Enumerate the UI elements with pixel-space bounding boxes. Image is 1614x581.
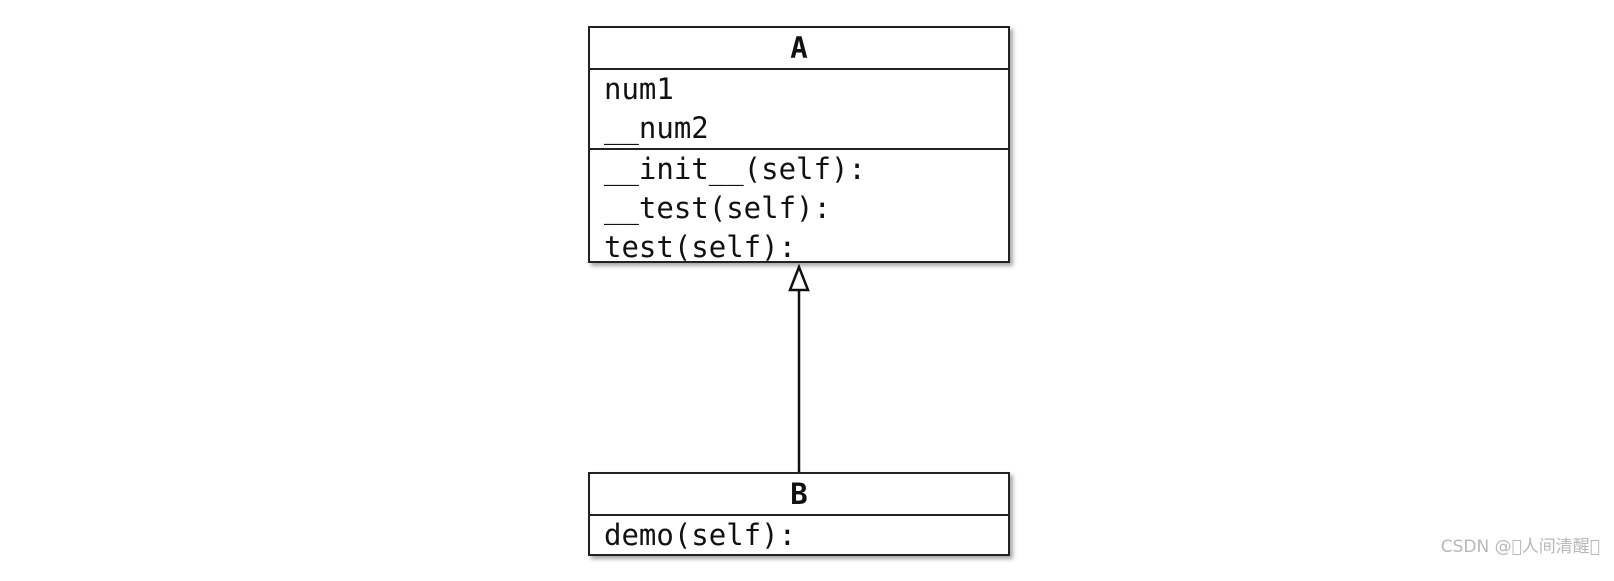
class-a-attributes: num1 __num2 <box>590 70 1008 150</box>
method: __test(self): <box>604 191 831 225</box>
attribute: num1 <box>604 72 674 106</box>
attribute: __num2 <box>604 111 709 145</box>
watermark: CSDN @ 人间清醒  <box>1440 537 1600 557</box>
method: __init__(self): <box>604 152 866 186</box>
method: demo(self): <box>604 518 797 552</box>
class-a-methods: __init__(self): __test(self): test(self)… <box>590 150 1008 267</box>
class-b-box: B demo(self): <box>588 472 1010 556</box>
method: test(self): <box>604 230 797 264</box>
class-a-name: A <box>590 28 1008 70</box>
class-a-box: A num1 __num2 __init__(self): __test(sel… <box>588 26 1010 264</box>
hollow-triangle-arrowhead-icon <box>788 263 810 292</box>
class-b-methods: demo(self): <box>590 516 1008 555</box>
class-b-name: B <box>590 474 1008 516</box>
